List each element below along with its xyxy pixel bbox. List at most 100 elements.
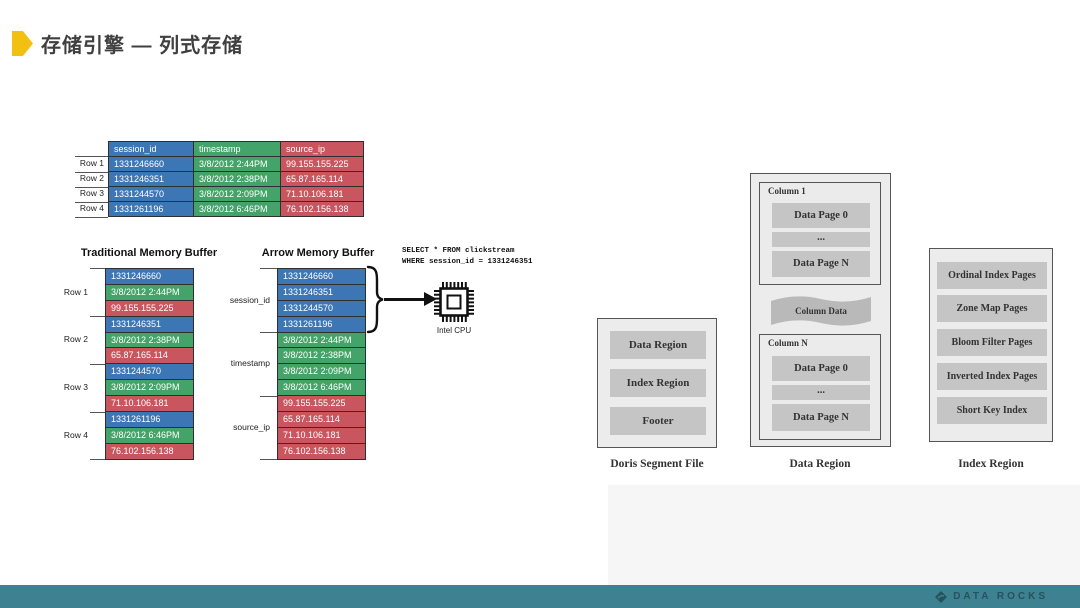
buffer-cell: 99.155.155.225 (106, 300, 193, 316)
column-label: timestamp (230, 358, 270, 368)
buffer-cell: 76.102.156.138 (106, 443, 193, 459)
traditional-memory-buffer: 1331246660 3/8/2012 2:44PM 99.155.155.22… (105, 268, 194, 460)
row-oriented-table: session_id timestamp source_ip 133124666… (108, 141, 364, 217)
data-page-ellipsis: ... (772, 232, 870, 247)
data-page-ellipsis: ... (772, 385, 870, 400)
index-page: Ordinal Index Pages (937, 262, 1047, 289)
group-divider (260, 332, 277, 333)
buffer-cell: 1331244570 (106, 364, 193, 380)
group-divider (260, 396, 277, 397)
buffer-cell: 3/8/2012 6:46PM (106, 427, 193, 443)
sql-query: SELECT * FROM clickstream WHERE session_… (402, 246, 533, 268)
buffer-cell: 71.10.106.181 (278, 427, 365, 443)
table-cell: 1331244570 (109, 187, 193, 201)
row-label: Row 1 (63, 287, 88, 297)
table-cell: 3/8/2012 2:38PM (194, 172, 280, 186)
buffer-cell: 76.102.156.138 (278, 443, 365, 459)
table-cell: 99.155.155.225 (281, 157, 363, 171)
column-1-label: Column 1 (768, 186, 806, 196)
row-divider (75, 187, 108, 188)
cpu-chip-icon (434, 282, 474, 322)
table-cell: 1331261196 (109, 202, 193, 216)
segment-section: Data Region (610, 331, 706, 359)
doris-segment-file-caption: Doris Segment File (610, 458, 704, 470)
table-cell: 71.10.106.181 (281, 187, 363, 201)
table-header: source_ip (281, 142, 363, 156)
buffer-cell: 1331244570 (278, 300, 365, 316)
index-page: Zone Map Pages (937, 295, 1047, 322)
buffer-cell: 1331246660 (278, 269, 365, 284)
page-title: 存储引擎 — 列式存储 (41, 35, 244, 57)
data-page: Data Page 0 (772, 356, 870, 381)
column-data-ribbon (771, 296, 871, 326)
column-n-label: Column N (768, 338, 808, 348)
title-marker-icon (12, 31, 33, 56)
row-divider (75, 156, 108, 157)
table-cell: 3/8/2012 6:46PM (194, 202, 280, 216)
sql-line-2: WHERE session_id = 1331246351 (402, 258, 533, 266)
buffer-cell: 3/8/2012 2:09PM (278, 364, 365, 380)
row-label: Row 1 (79, 158, 104, 168)
buffer-cell: 3/8/2012 2:44PM (106, 284, 193, 300)
table-cell: 3/8/2012 2:09PM (194, 187, 280, 201)
table-cell: 76.102.156.138 (281, 202, 363, 216)
traditional-buffer-title: Traditional Memory Buffer (80, 247, 218, 259)
row-label: Row 2 (63, 334, 88, 344)
buffer-cell: 3/8/2012 2:09PM (106, 380, 193, 396)
data-region-caption: Data Region (789, 458, 851, 470)
background-panel (608, 485, 1080, 585)
arrow-buffer-title: Arrow Memory Buffer (261, 247, 375, 259)
row-label: Row 3 (63, 382, 88, 392)
buffer-cell: 65.87.165.114 (278, 412, 365, 427)
data-page: Data Page N (772, 404, 870, 431)
table-cell: 1331246660 (109, 157, 193, 171)
table-cell: 3/8/2012 2:44PM (194, 157, 280, 171)
row-label: Row 4 (79, 203, 104, 213)
doris-segment-file-box: Data Region Index Region Footer (597, 318, 717, 448)
buffer-cell: 3/8/2012 2:44PM (278, 332, 365, 348)
row-label: Row 2 (79, 173, 104, 183)
segment-section: Footer (610, 407, 706, 435)
index-page: Inverted Index Pages (937, 363, 1047, 390)
segment-section: Index Region (610, 369, 706, 397)
group-divider (260, 459, 277, 460)
group-divider (260, 268, 277, 269)
column-label: source_ip (233, 422, 270, 432)
index-page: Short Key Index (937, 397, 1047, 424)
table-cell: 65.87.165.114 (281, 172, 363, 186)
buffer-cell: 99.155.155.225 (278, 396, 365, 412)
buffer-cell: 3/8/2012 6:46PM (278, 380, 365, 396)
buffer-cell: 1331261196 (278, 316, 365, 332)
buffer-cell: 71.10.106.181 (106, 396, 193, 412)
group-divider (90, 412, 105, 413)
column-n-box: Column N Data Page 0 ... Data Page N (759, 334, 881, 440)
data-page: Data Page N (772, 251, 870, 277)
column-label: session_id (229, 295, 270, 305)
row-divider (75, 217, 108, 218)
row-label: Row 3 (79, 188, 104, 198)
index-region-caption: Index Region (958, 458, 1024, 470)
flow-arrow (384, 298, 426, 301)
buffer-cell: 1331246660 (106, 269, 193, 284)
buffer-cell: 1331261196 (106, 412, 193, 427)
buffer-cell: 1331246351 (278, 284, 365, 300)
data-region-box: Column 1 Data Page 0 ... Data Page N Col… (750, 173, 891, 447)
arrow-memory-buffer: 1331246660 1331246351 1331244570 1331261… (277, 268, 366, 460)
group-divider (90, 268, 105, 269)
data-rocks-logo-icon (935, 590, 948, 603)
table-header: timestamp (194, 142, 280, 156)
row-label: Row 4 (63, 430, 88, 440)
brand-text: DATA ROCKS (953, 591, 1048, 602)
column-1-box: Column 1 Data Page 0 ... Data Page N (759, 182, 881, 285)
buffer-cell: 65.87.165.114 (106, 348, 193, 364)
buffer-cell: 1331246351 (106, 316, 193, 332)
flow-arrow-head (424, 292, 437, 306)
row-divider (75, 202, 108, 203)
table-header: session_id (109, 142, 193, 156)
group-divider (90, 316, 105, 317)
data-page: Data Page 0 (772, 203, 870, 228)
group-divider (90, 459, 105, 460)
group-divider (90, 364, 105, 365)
brace-icon (366, 265, 384, 334)
sql-line-1: SELECT * FROM clickstream (402, 247, 515, 255)
